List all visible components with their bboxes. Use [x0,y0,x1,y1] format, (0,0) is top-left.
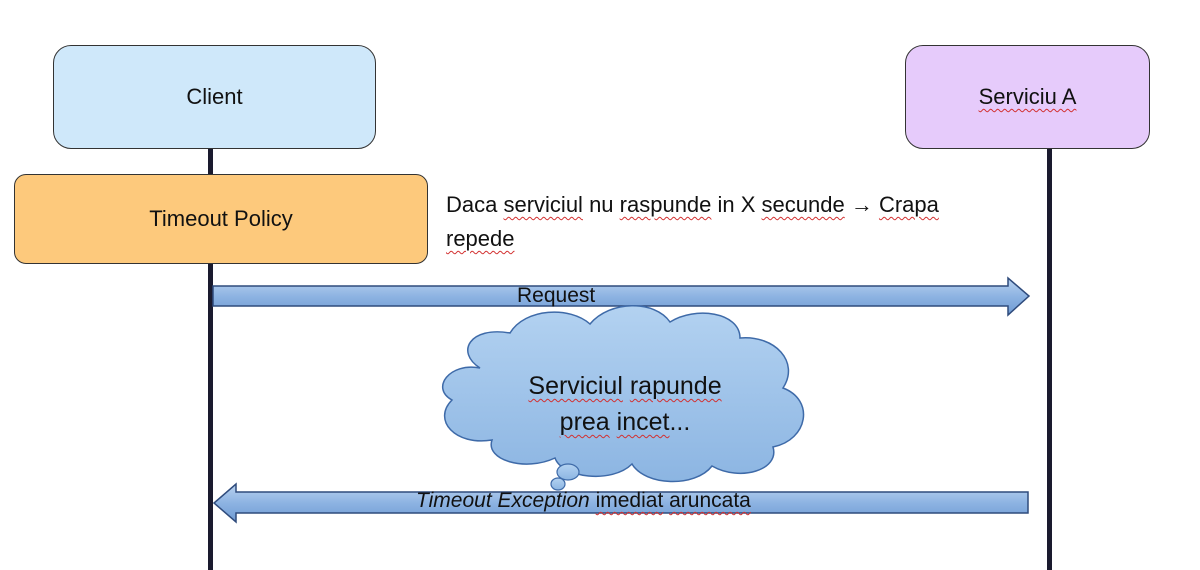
timeout-policy-box: Timeout Policy [14,174,428,264]
timeout-label: Timeout Exception imediat aruncata [416,489,751,512]
service-lifeline [1047,148,1052,570]
policy-note: Daca serviciul nu raspunde in X secunde … [446,192,939,251]
policy-label: Timeout Policy [149,206,293,231]
client-label: Client [186,84,243,109]
timeout-arrow [212,482,1029,524]
service-participant: Serviciu A [905,45,1150,149]
service-label: Serviciu A [978,84,1077,109]
request-arrow [212,276,1031,317]
client-lifeline [208,148,213,570]
thought-cloud [441,305,805,491]
request-label: Request [517,284,596,307]
client-participant: Client [53,45,376,149]
